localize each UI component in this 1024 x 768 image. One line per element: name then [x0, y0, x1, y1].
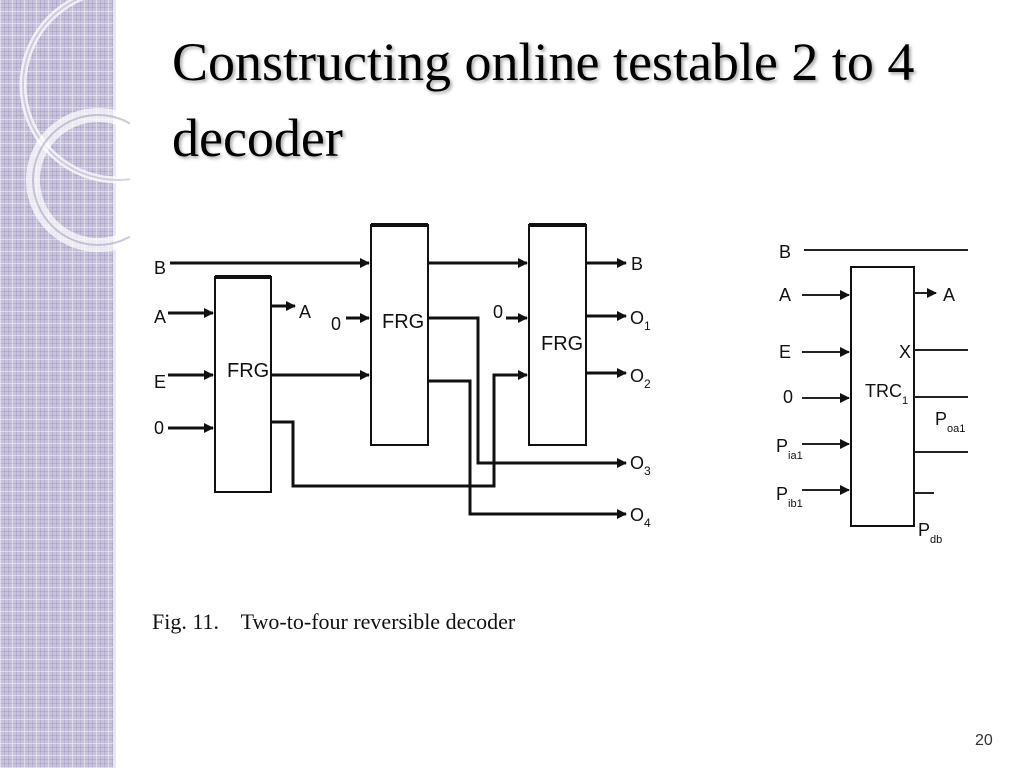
frg-gate-2 [370, 224, 429, 446]
trc-input-label: A [779, 285, 791, 305]
input-label-a: A [154, 307, 166, 327]
input-label-b: B [154, 258, 166, 278]
input-label-zero: 0 [154, 418, 164, 438]
trc-block [850, 266, 915, 527]
const-input-label: 0 [493, 302, 503, 322]
output-label-b: B [631, 254, 643, 274]
output-label-o3: O3 [630, 453, 651, 478]
frg-gate-3 [528, 224, 587, 446]
gate-label: FRG [382, 311, 424, 333]
trc-label: TRC1 [865, 381, 908, 407]
trc-output-label: X [899, 342, 911, 362]
trc-block-diagram: TRC1 B A E 0 Pia1 Pib1 A X Poa1 Pdb [776, 242, 968, 546]
input-label-e: E [154, 372, 166, 392]
trc-input-label: 0 [783, 387, 793, 407]
decorative-circles [19, 0, 130, 252]
output-label-o2: O2 [630, 366, 651, 391]
trc-output-label: Pdb [918, 520, 942, 546]
output-label-o4: O4 [630, 505, 651, 530]
page-number: 20 [975, 732, 993, 749]
trc-output-label: Poa1 [935, 409, 965, 435]
trc-input-label: E [779, 342, 791, 362]
output-label-o1: O1 [630, 308, 651, 333]
gate-label: FRG [227, 360, 269, 382]
trc-input-label: Pia1 [776, 436, 803, 462]
side-band-edge [113, 0, 116, 768]
trc-output-label: A [943, 285, 955, 305]
figure-caption: Fig. 11. Two-to-four reversible decoder [152, 609, 516, 634]
trc-input-label: Pib1 [776, 484, 803, 510]
const-input-label: 0 [331, 314, 341, 334]
gate-label: FRG [541, 333, 583, 355]
frg-gate-1 [214, 276, 272, 493]
mid-output-label-a: A [299, 302, 311, 322]
slide-title: Constructing online testable 2 to 4 deco… [172, 32, 915, 168]
trc-top-label: B [779, 242, 791, 262]
